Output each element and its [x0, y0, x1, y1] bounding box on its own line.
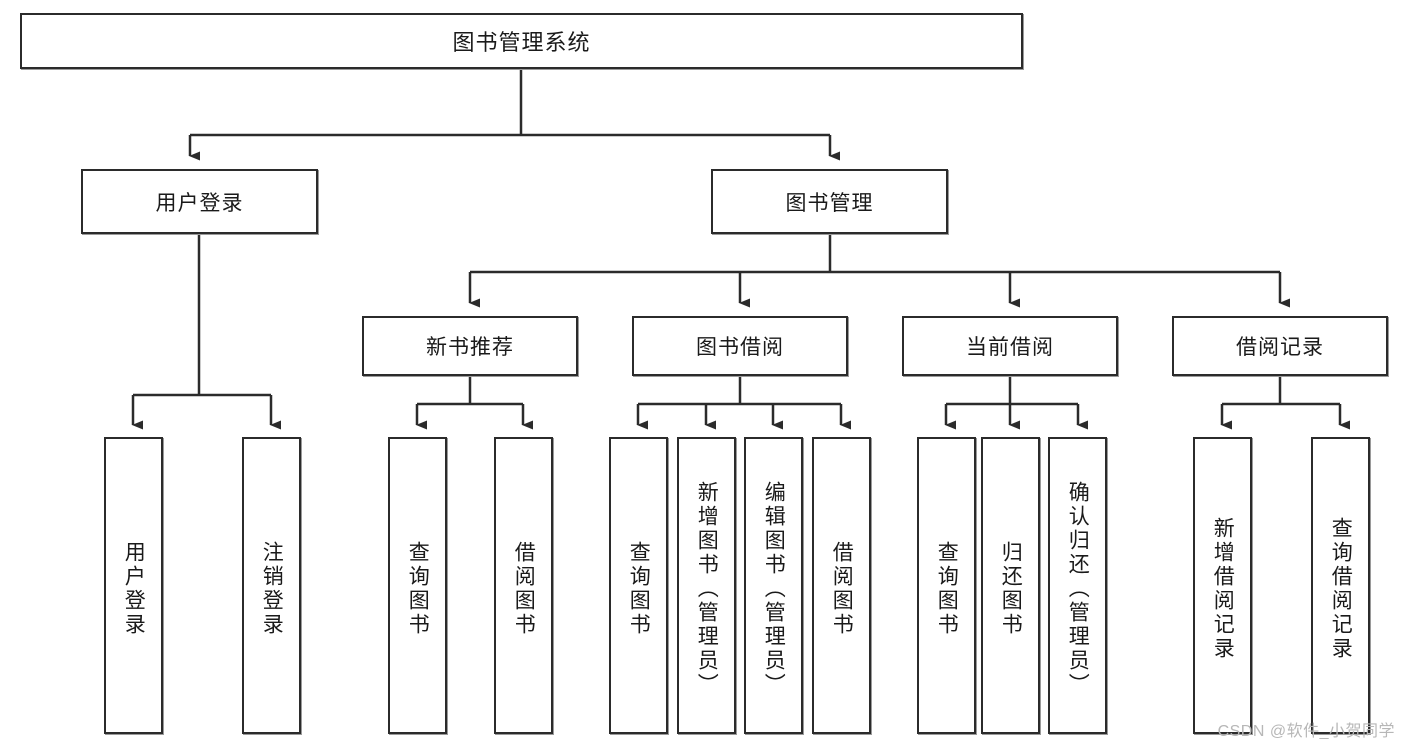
- node-user-login[interactable]: 用户登录: [81, 169, 318, 234]
- node-new-book-rec[interactable]: 新书推荐: [362, 316, 578, 376]
- leaf-query-book-1[interactable]: 查询图书: [388, 437, 447, 734]
- leaf-query-record[interactable]: 查询借阅记录: [1311, 437, 1370, 734]
- leaf-borrow-book-2[interactable]: 借阅图书: [812, 437, 871, 734]
- node-label: 用户登录: [155, 191, 244, 215]
- node-label: 当前借阅: [966, 336, 1054, 359]
- leaf-edit-book[interactable]: 编辑图书（管理员）: [744, 437, 803, 734]
- node-label: 确认归还（管理员）: [1066, 480, 1090, 697]
- leaf-user-login[interactable]: 用户登录: [104, 437, 163, 734]
- leaf-logout[interactable]: 注销登录: [242, 437, 301, 734]
- node-label: 借阅图书: [512, 540, 536, 637]
- leaf-query-book-3[interactable]: 查询图书: [917, 437, 976, 734]
- node-label: 编辑图书（管理员）: [762, 480, 786, 697]
- node-label: 借阅图书: [830, 540, 854, 637]
- node-label: 图书管理: [785, 191, 874, 215]
- leaf-return-book[interactable]: 归还图书: [981, 437, 1040, 734]
- leaf-confirm-return[interactable]: 确认归还（管理员）: [1048, 437, 1107, 734]
- leaf-add-book[interactable]: 新增图书（管理员）: [677, 437, 736, 734]
- node-root-system[interactable]: 图书管理系统: [20, 13, 1023, 69]
- node-label: 借阅记录: [1236, 336, 1324, 359]
- node-label: 查询图书: [627, 540, 651, 637]
- leaf-add-record[interactable]: 新增借阅记录: [1193, 437, 1252, 734]
- leaf-query-book-2[interactable]: 查询图书: [609, 437, 668, 734]
- leaf-borrow-book-1[interactable]: 借阅图书: [494, 437, 553, 734]
- node-label: 注销登录: [260, 540, 284, 637]
- node-label: 新增图书（管理员）: [695, 480, 719, 697]
- node-label: 用户登录: [122, 540, 146, 637]
- node-borrow-record[interactable]: 借阅记录: [1172, 316, 1388, 376]
- node-current-borrow[interactable]: 当前借阅: [902, 316, 1118, 376]
- node-label: 查询图书: [935, 540, 959, 637]
- node-label: 查询图书: [406, 540, 430, 637]
- node-book-manage[interactable]: 图书管理: [711, 169, 948, 234]
- node-book-borrow[interactable]: 图书借阅: [632, 316, 848, 376]
- node-label: 图书借阅: [696, 336, 784, 359]
- node-label: 归还图书: [999, 540, 1023, 637]
- node-label: 新增借阅记录: [1211, 516, 1235, 661]
- csdn-watermark: CSDN @软件_小贺同学: [1217, 723, 1395, 740]
- node-label: 新书推荐: [426, 336, 514, 359]
- node-label: 图书管理系统: [452, 30, 591, 55]
- node-label: 查询借阅记录: [1329, 516, 1353, 661]
